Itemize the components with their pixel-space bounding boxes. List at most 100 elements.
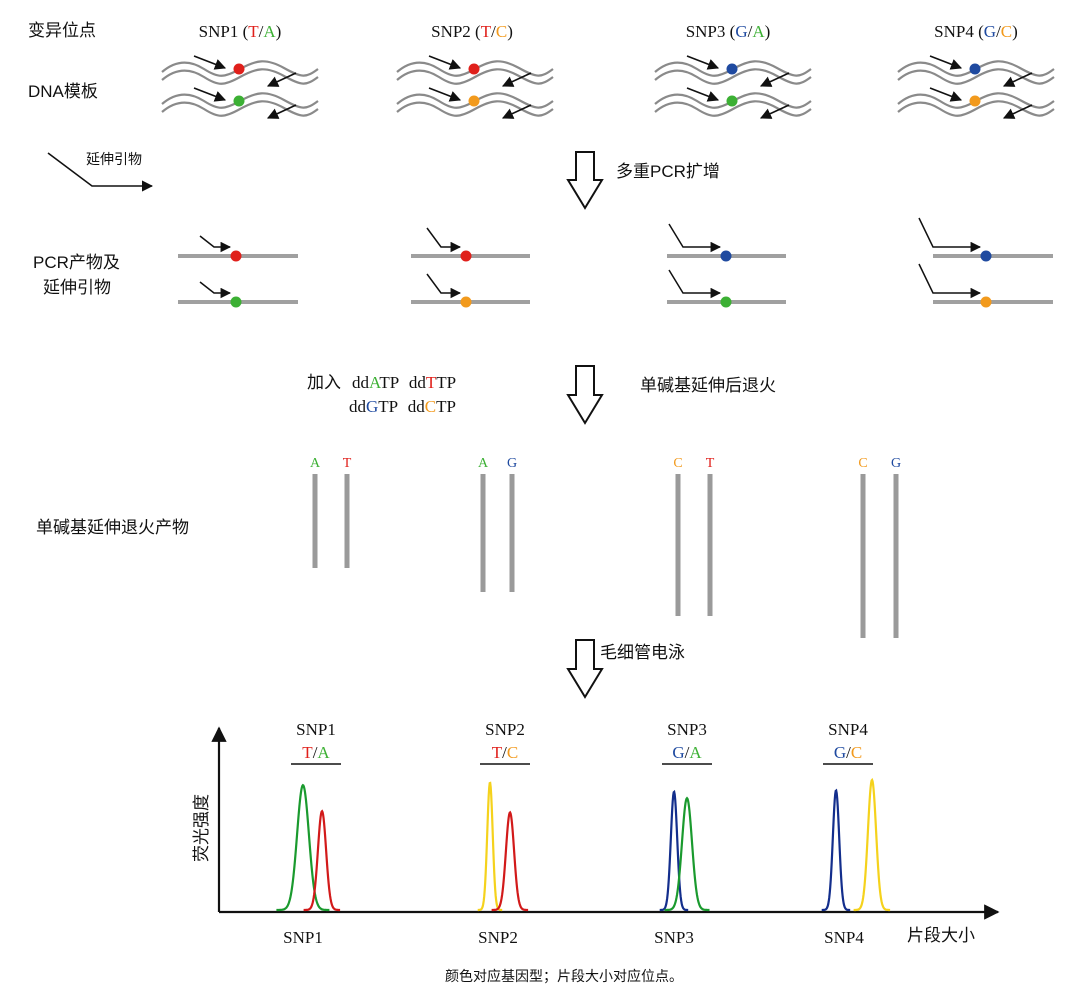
peak-C — [853, 777, 891, 912]
snp-header-slash: / — [996, 22, 1001, 41]
dna-strand — [897, 100, 1055, 117]
forward-primer-arrow-icon — [929, 55, 963, 70]
snp-dot — [726, 95, 738, 107]
peak-group-alleles: G/A — [672, 743, 702, 762]
snp-dot — [969, 95, 981, 107]
ddntp-line2: ddGTP ddCTP — [349, 397, 456, 416]
peak-group-alleles: T/A — [302, 743, 330, 762]
snp-header-close: ) — [765, 22, 771, 41]
ddntp-1-base: A — [369, 373, 382, 392]
forward-primer-arrow-icon — [193, 87, 227, 102]
peak-group-name: SNP3 — [667, 720, 707, 739]
label-extension-primer: 延伸引物 — [86, 151, 142, 167]
peak-group-alleles: G/C — [834, 743, 862, 762]
reverse-primer-arrow-icon — [759, 72, 790, 87]
sbe-base-label: C — [858, 456, 867, 471]
snp-dot — [726, 63, 738, 75]
reverse-primer-arrow-icon — [266, 104, 297, 119]
reverse-primer-arrow-icon — [501, 72, 532, 87]
step-multiplex-pcr: 多重PCR扩增 — [566, 151, 720, 210]
extension-primer-arrow-icon — [199, 235, 232, 253]
dna-strand — [161, 100, 319, 117]
peak-group-name: SNP2 — [485, 720, 525, 739]
dna-strand — [654, 68, 812, 85]
label-dna-template: DNA模板 — [28, 82, 98, 101]
label-pcr-products-line1: PCR产物及 — [33, 253, 120, 272]
snp-header-allele2: A — [752, 22, 765, 41]
snp-header-allele2: C — [1001, 22, 1012, 41]
reverse-primer-arrow-icon — [1002, 104, 1033, 119]
snp-header-close: ) — [1012, 22, 1018, 41]
sbe-base-label: T — [343, 456, 352, 471]
sbe-base-label: C — [673, 456, 682, 471]
peak-group-allele: / — [846, 743, 851, 762]
extension-primer-arrow-icon — [668, 269, 722, 299]
snp-dot — [468, 95, 480, 107]
label-variant-sites: 变异位点 — [28, 21, 96, 40]
peak-G — [821, 788, 851, 912]
snp-dot — [230, 296, 242, 308]
snp-header-slash: / — [748, 22, 753, 41]
snp-dot — [233, 95, 245, 107]
snp-header-name: SNP3 ( — [686, 22, 736, 41]
snp-header: SNP2 (T/C) — [431, 22, 513, 41]
y-axis-label: 荧光强度 — [192, 794, 211, 862]
peak-T — [303, 809, 341, 912]
reverse-primer-arrow-icon — [266, 72, 297, 87]
snp-header-name: SNP4 ( — [934, 22, 984, 41]
snp-dot — [980, 250, 992, 262]
step-label-capillary-electrophoresis: 毛细管电泳 — [600, 643, 685, 662]
dna-strand — [161, 68, 319, 85]
dna-strand — [654, 100, 812, 117]
snp-header-allele1: T — [248, 22, 259, 41]
dna-strand — [897, 68, 1055, 85]
peak-group-allele: / — [313, 743, 318, 762]
forward-primer-arrow-icon — [428, 55, 462, 70]
x-tick-label: SNP2 — [478, 928, 518, 947]
snp-header-close: ) — [507, 22, 513, 41]
extension-primer-arrow-icon — [199, 281, 232, 299]
snp-header-name: SNP2 ( — [431, 22, 481, 41]
peak-C — [477, 781, 503, 912]
peak-group-name: SNP1 — [296, 720, 336, 739]
ddntp-2-suffix: TP — [436, 373, 456, 392]
ddntp-3-prefix: dd — [349, 397, 367, 416]
snp-dot — [720, 296, 732, 308]
peak-group-allele: / — [502, 743, 507, 762]
down-arrow-icon — [566, 365, 604, 425]
snp-dot — [969, 63, 981, 75]
peak-group-alleles: T/C — [492, 743, 518, 762]
forward-primer-arrow-icon — [428, 87, 462, 102]
step-label-multiplex-pcr: 多重PCR扩增 — [616, 162, 720, 181]
snp-header-slash: / — [259, 22, 264, 41]
sbe-base-label: G — [507, 456, 517, 471]
x-tick-label: SNP1 — [283, 928, 323, 947]
step-single-base-extension: 单碱基延伸后退火 加入 ddATP ddTTP ddGTP ddCTP — [307, 365, 776, 425]
x-tick-label: SNP3 — [654, 928, 694, 947]
extension-primer-arrow-icon — [426, 227, 462, 253]
extension-primer-arrow-icon — [47, 152, 154, 192]
ddntp-4-prefix: dd — [408, 397, 426, 416]
snp-dot — [230, 250, 242, 262]
snp-header-allele2: A — [263, 22, 276, 41]
ddntp-2-base: T — [426, 373, 437, 392]
snp-header-allele1: G — [984, 22, 996, 41]
peak-group-allele: T — [492, 743, 503, 762]
forward-primer-arrow-icon — [686, 55, 720, 70]
down-arrow-icon — [566, 639, 604, 699]
reverse-primer-arrow-icon — [501, 104, 532, 119]
extension-primer-arrow-icon — [918, 263, 982, 299]
peak-A — [664, 796, 710, 912]
ddntp-4-base: C — [425, 397, 436, 416]
reverse-primer-arrow-icon — [1002, 72, 1033, 87]
legend-extension-primer: 延伸引物 — [47, 151, 154, 192]
snp-header-allele1: T — [481, 22, 492, 41]
peak-A — [276, 783, 330, 912]
sbe-base-label: G — [891, 456, 901, 471]
ddntp-4-suffix: TP — [436, 397, 456, 416]
